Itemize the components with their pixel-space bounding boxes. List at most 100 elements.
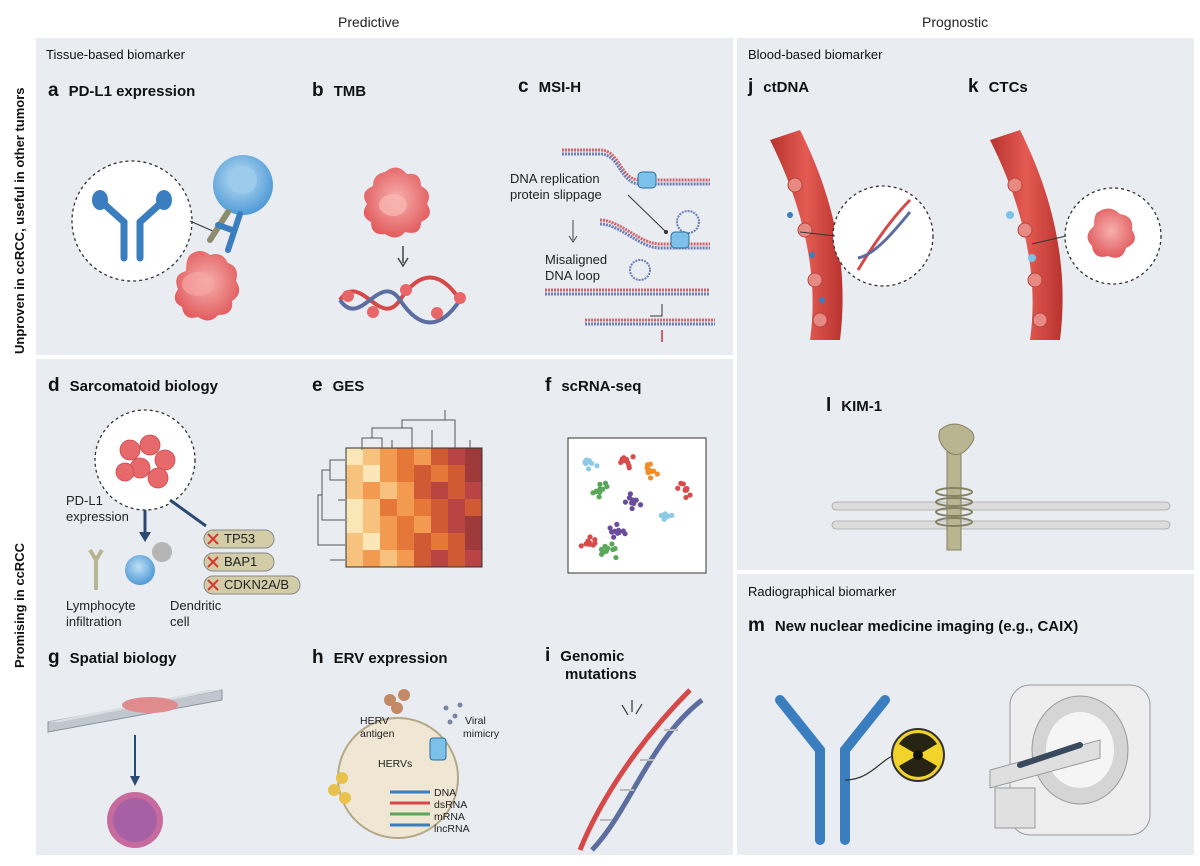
heatmap-cell (465, 499, 482, 516)
polymerase-icon (637, 171, 657, 189)
heatmap-cell (363, 465, 380, 482)
heatmap-cell (465, 516, 482, 533)
umap-point (586, 540, 592, 546)
ctdna-zoom (832, 185, 934, 287)
legend-lncrna: lncRNA (434, 823, 470, 835)
heatmap-cell (465, 533, 482, 550)
panel-k-art (990, 130, 1162, 340)
dend-label-2: cell (170, 614, 190, 629)
column-header-predictive: Predictive (338, 14, 400, 30)
umap-point (622, 499, 629, 505)
umap-point (626, 463, 632, 469)
viral-1: Viral (465, 715, 486, 727)
umap-point (650, 468, 657, 474)
heatmap-cell (448, 448, 465, 465)
heatmap-cell (465, 482, 482, 499)
msi-label-3: Misaligned (545, 252, 607, 267)
heatmap (345, 447, 483, 568)
umap-point (620, 528, 626, 534)
pdl1-label-1: PD-L1 (66, 493, 103, 508)
heatmap-cell (431, 516, 448, 533)
panel-c-art: DNA replication protein slippage Misalig… (510, 148, 715, 342)
umap-point (598, 546, 605, 553)
section-radio: Radiographical biomarker (748, 584, 897, 599)
umap-point (637, 502, 644, 508)
umap-point (587, 534, 593, 540)
umap-point (683, 486, 689, 492)
umap-point (630, 454, 636, 460)
umap-point (596, 494, 602, 500)
gene-tp53: TP53 (224, 531, 255, 546)
heatmap-cell (397, 482, 414, 499)
umap-point (669, 512, 675, 518)
viral-2: mimicry (463, 728, 500, 740)
lymph-label-2: infiltration (66, 614, 122, 629)
legend-dsrna: dsRNA (434, 799, 467, 811)
heatmap-cell (414, 516, 431, 533)
umap-point (592, 537, 598, 543)
heatmap-cell (380, 448, 397, 465)
legend-mrna: mRNA (434, 811, 465, 823)
umap-point (626, 495, 633, 501)
heatmap-cell (363, 448, 380, 465)
heatmap-cell (414, 533, 431, 550)
heatmap-cell (448, 533, 465, 550)
umap-point (619, 456, 625, 462)
umap-point (675, 485, 681, 491)
umap-point (644, 462, 651, 468)
kim1-stalk (946, 449, 962, 551)
umap-point (602, 543, 608, 549)
section-blood: Blood-based biomarker (748, 47, 883, 62)
herv-antigen-2: antigen (360, 728, 395, 740)
imaging-antibody (775, 695, 890, 845)
heatmap-cell (380, 516, 397, 533)
heatmap-cell (414, 550, 431, 567)
panel-b-art (338, 167, 466, 325)
heatmap-cell (346, 533, 363, 550)
heatmap-cell (397, 465, 414, 482)
heatmap-cell (431, 533, 448, 550)
heatmap-cell (431, 499, 448, 516)
heatmap-cell (448, 550, 465, 567)
section-tissue: Tissue-based biomarker (46, 47, 185, 62)
umap-point (594, 463, 600, 469)
panel-i-art (577, 688, 704, 852)
msi-label-1: DNA replication (510, 171, 600, 186)
heatmap-cell (380, 550, 397, 567)
panel-g-art (47, 689, 223, 848)
tmb-dna-helix (338, 275, 462, 325)
heatmap-cell (363, 482, 380, 499)
lymphocyte (125, 555, 155, 585)
gene-bap1: BAP1 (224, 554, 257, 569)
heatmap-cell (346, 516, 363, 533)
msi-label-4: DNA loop (545, 268, 600, 283)
umap-point (611, 534, 617, 540)
scanner-icon (989, 684, 1151, 836)
heatmap-cell (397, 533, 414, 550)
umap-point (604, 483, 610, 490)
column-header-prognostic: Prognostic (922, 14, 989, 30)
heatmap-cell (448, 482, 465, 499)
umap-point (627, 491, 633, 497)
kim1-head (938, 423, 975, 456)
umap-point (687, 492, 693, 498)
heatmap-cell (380, 465, 397, 482)
umap-point (616, 529, 622, 536)
heatmap-cell (397, 550, 414, 567)
umap-point (597, 486, 603, 492)
heatmap-cell (380, 482, 397, 499)
membrane (831, 501, 1171, 530)
heatmap-cell (465, 448, 482, 465)
umap-clusters (578, 454, 693, 561)
herv-antigen-1: HERV (360, 715, 389, 727)
panel-h-art: HERV antigen Viral mimicry HERVs DNA dsR… (328, 689, 500, 839)
umap-point (633, 497, 639, 503)
umap-point (583, 457, 589, 463)
